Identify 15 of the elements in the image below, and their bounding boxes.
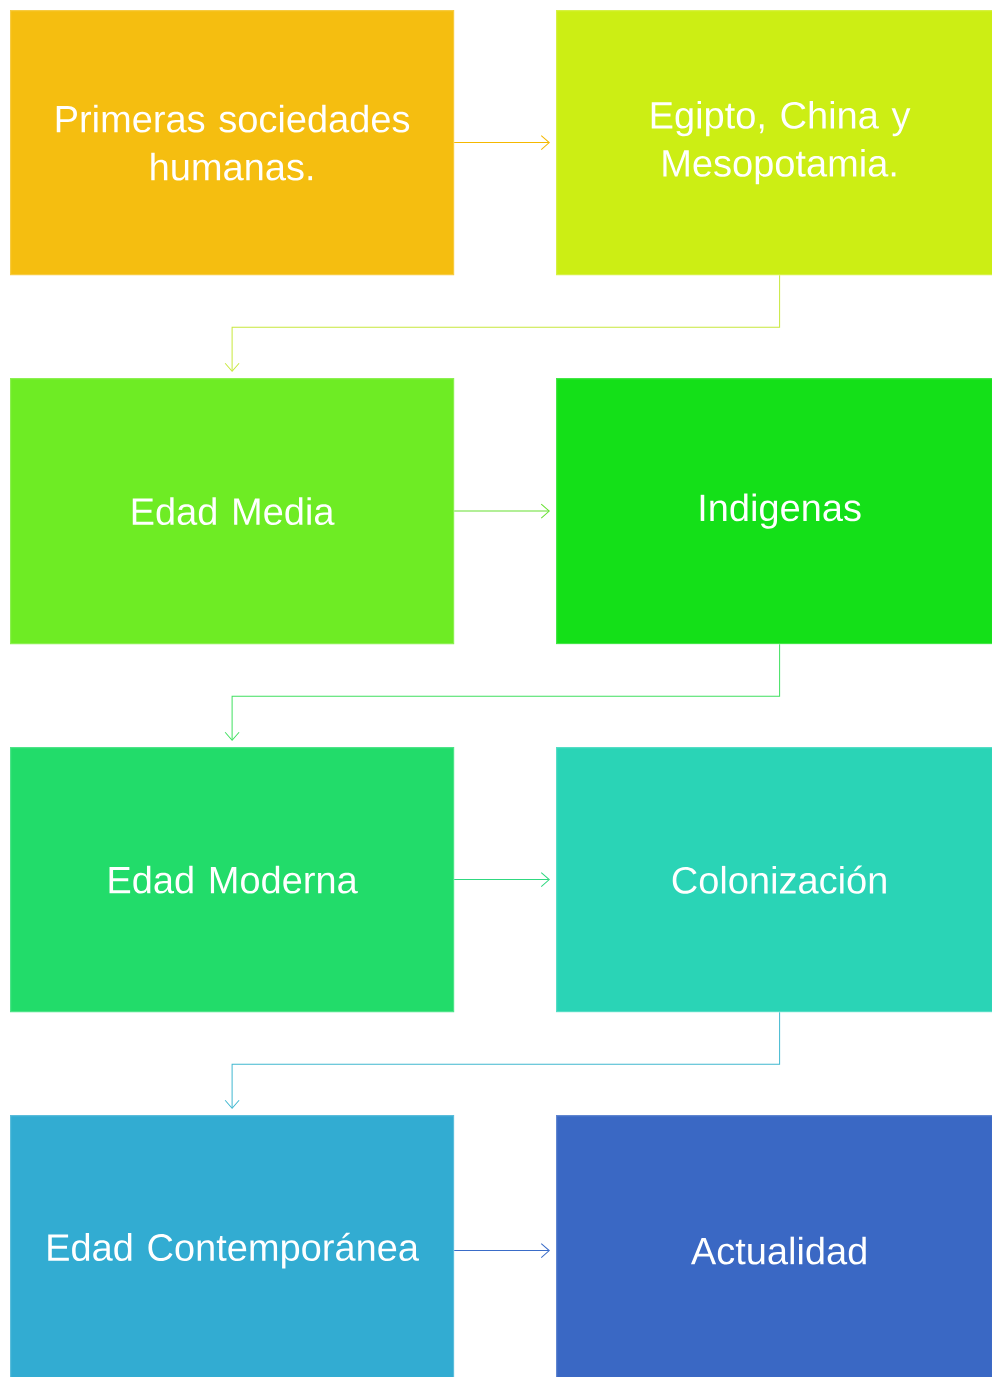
- arrow: [224, 1011, 781, 1109]
- process-box: Indigenas: [556, 378, 992, 645]
- process-box: Edad Media: [10, 378, 455, 645]
- arrow: [453, 135, 550, 151]
- process-box: Primeras sociedades humanas.: [10, 10, 455, 276]
- arrow: [224, 274, 781, 372]
- arrow: [453, 503, 550, 519]
- process-box: Edad Moderna: [10, 747, 455, 1013]
- process-box: Actualidad: [556, 1115, 992, 1377]
- arrow: [453, 1243, 550, 1259]
- process-box: Egipto, China y Mesopotamia.: [556, 10, 992, 276]
- arrow: [453, 872, 550, 888]
- process-box: Colonización: [556, 747, 992, 1013]
- arrow: [224, 643, 781, 741]
- process-box: Edad Contemporánea: [10, 1115, 455, 1377]
